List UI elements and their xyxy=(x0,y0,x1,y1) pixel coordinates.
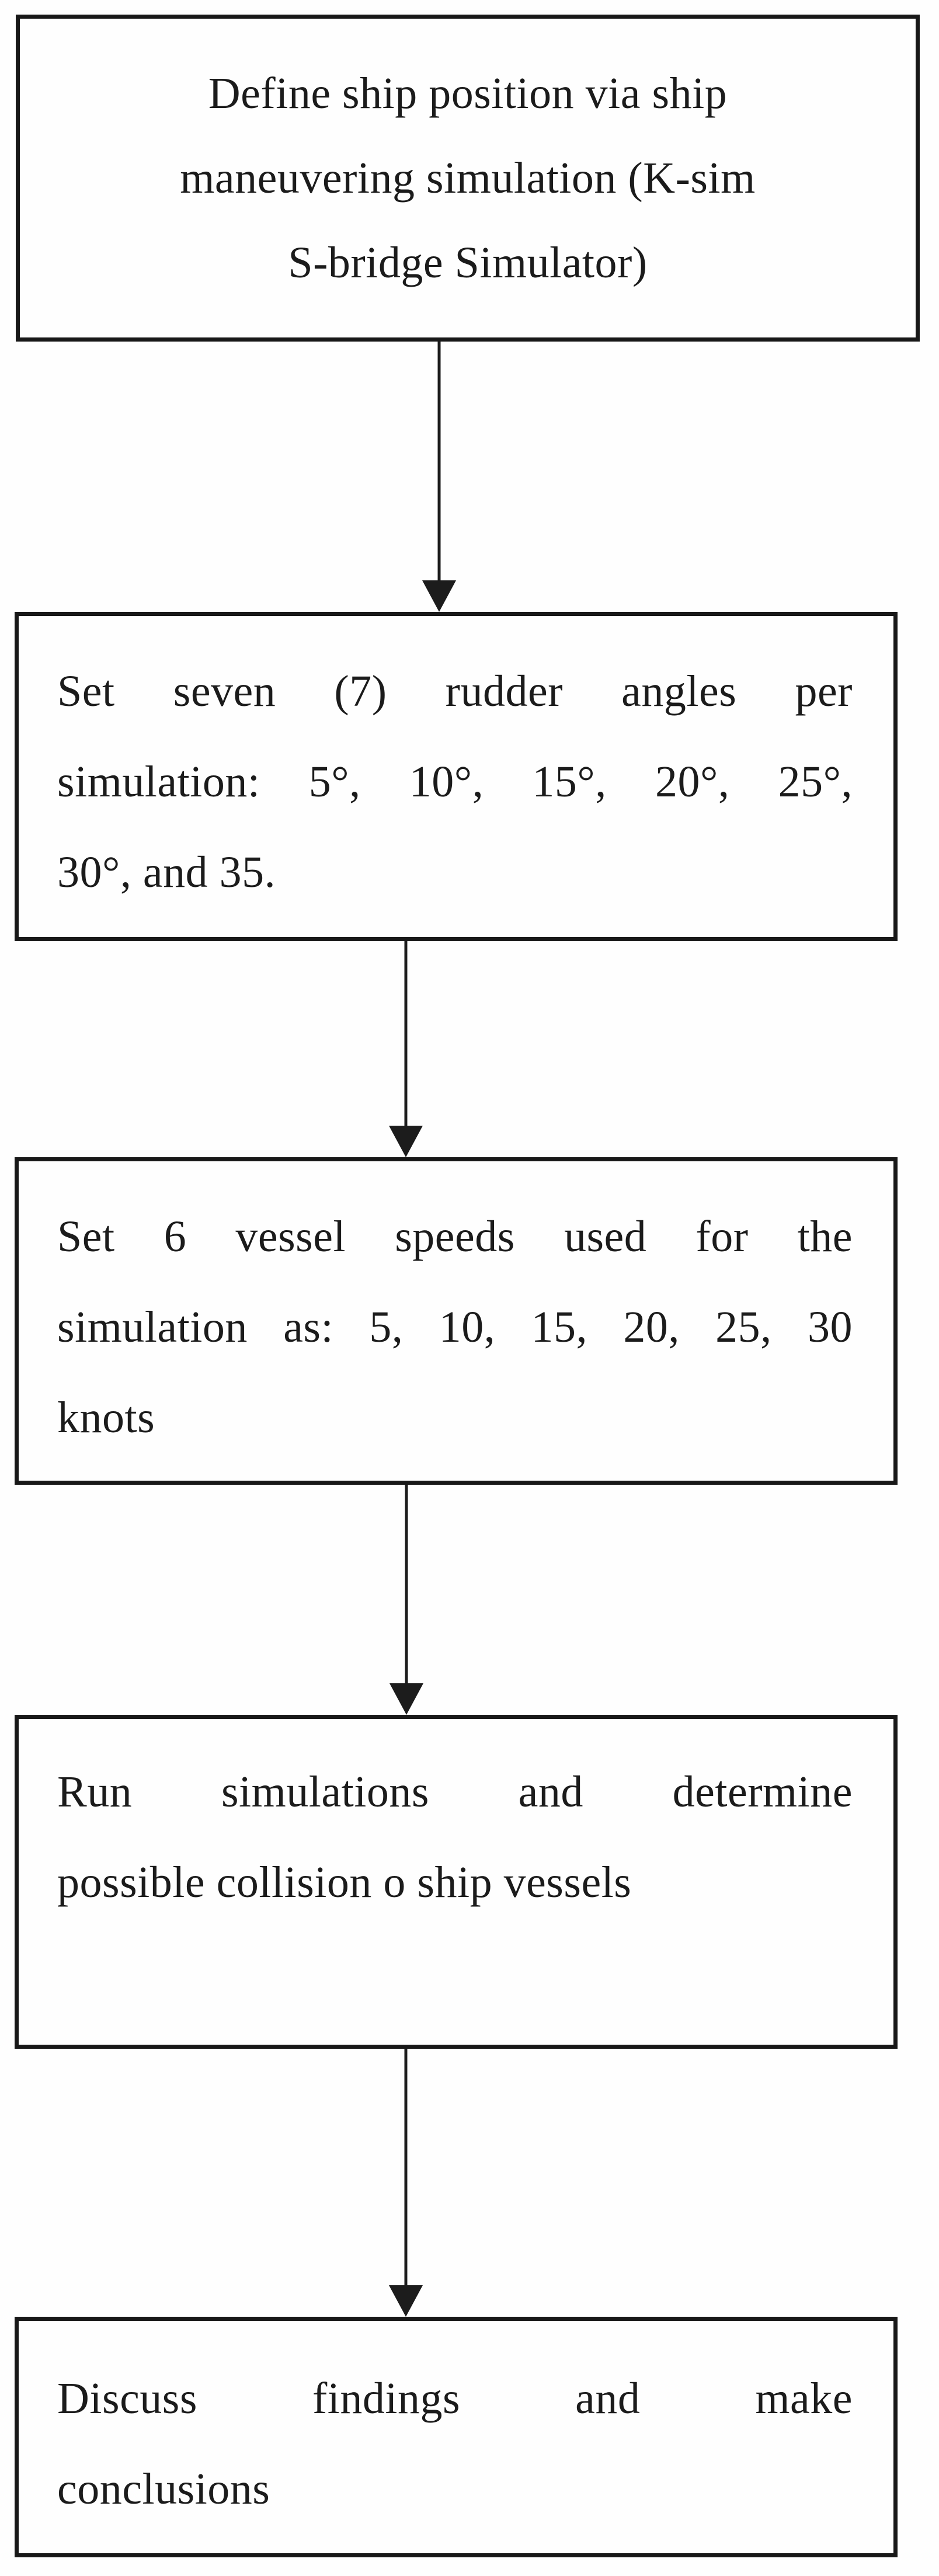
connector-arrow-2 xyxy=(388,941,423,1157)
step4-text-line2: possible collision o ship vessels xyxy=(57,1858,632,1907)
step2-text-line1: Set seven (7) rudder angles per xyxy=(57,667,853,716)
arrow-shaft xyxy=(405,1485,408,1686)
step2-text-line3: 30°, and 35. xyxy=(57,848,276,897)
arrow-down-icon xyxy=(389,1683,423,1715)
arrow-shaft xyxy=(437,342,441,582)
arrow-down-icon xyxy=(422,580,456,612)
step3-text-line2: simulation as: 5, 10, 15, 20, 25, 30 xyxy=(57,1303,853,1352)
flow-step-run-simulations: Run simulations and determine possible c… xyxy=(15,1715,898,2049)
step5-text-line1: Discuss findings and make xyxy=(57,2374,853,2423)
arrow-down-icon xyxy=(389,2285,423,2317)
step4-text-line1: Run simulations and determine xyxy=(57,1767,853,1816)
step3-text-line1: Set 6 vessel speeds used for the xyxy=(57,1212,853,1261)
flow-step-set-rudder-angles: Set seven (7) rudder angles per simulati… xyxy=(15,612,898,941)
step1-text-line1: Define ship position via ship xyxy=(208,68,728,118)
arrow-shaft xyxy=(404,941,408,1128)
connector-arrow-4 xyxy=(388,2049,423,2317)
flow-step-discuss-findings: Discuss findings and make conclusions xyxy=(15,2317,898,2557)
arrow-shaft xyxy=(404,2049,408,2287)
flow-step-define-ship-position: Define ship position via ship maneuverin… xyxy=(16,15,920,342)
step1-text-line2: maneuvering simulation (K-sim xyxy=(180,153,756,203)
step2-text-line2: simulation: 5°, 10°, 15°, 20°, 25°, xyxy=(57,757,853,806)
step1-text-line3: S-bridge Simulator) xyxy=(288,238,648,287)
connector-arrow-1 xyxy=(422,342,457,612)
flow-step-set-vessel-speeds: Set 6 vessel speeds used for the simulat… xyxy=(15,1157,898,1485)
step5-text-line2: conclusions xyxy=(57,2464,270,2514)
connector-arrow-3 xyxy=(389,1485,424,1715)
arrow-down-icon xyxy=(389,1126,423,1157)
step3-text-line3: knots xyxy=(57,1393,155,1442)
